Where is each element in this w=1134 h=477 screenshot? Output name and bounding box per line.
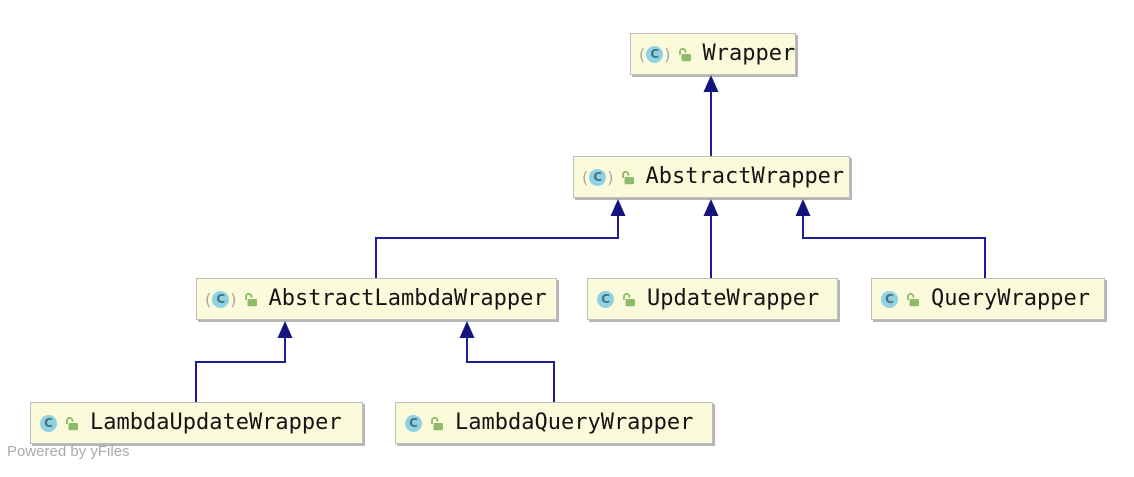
class-name: LambdaQueryWrapper [455,410,694,435]
class-c-icon: C [212,290,230,308]
abstract-paren-close: ) [607,167,614,187]
class-c-icon: C [646,45,664,63]
class-icon: ( C ) [880,290,899,308]
class-c-icon: C [40,414,57,432]
class-c-icon: C [589,168,607,186]
class-icon: ( C ) [596,290,615,308]
class-name: AbstractLambdaWrapper [268,286,547,311]
public-lock-icon [621,292,637,307]
public-lock-icon [620,170,636,185]
yfiles-watermark: Powered by yFiles [7,443,130,460]
public-lock-icon [64,416,80,431]
edge-querywrapper-to-abstractwrapper[interactable] [795,199,986,278]
class-name: LambdaUpdateWrapper [90,410,342,435]
abstract-class-icon: ( C ) [639,44,671,64]
abstract-class-icon: ( C ) [582,167,614,187]
class-node-wrapper[interactable]: ( C ) Wrapper [630,33,796,75]
class-name: QueryWrapper [931,286,1090,311]
class-node-abstractwrapper[interactable]: ( C ) AbstractWrapper [573,156,850,198]
abstract-paren-open: ( [205,289,212,309]
class-c-icon: C [597,290,614,308]
edge-abstractlambdawrapper-to-abstractwrapper[interactable] [375,199,626,278]
public-lock-icon [677,47,693,62]
class-node-updatewrapper[interactable]: ( C ) UpdateWrapper [587,278,838,320]
class-icon: ( C ) [404,414,423,432]
public-lock-icon [243,292,259,307]
abstract-paren-close: ) [664,44,671,64]
edge-lambdaupdatewrapper-to-abstractlambdawrapper[interactable] [195,321,293,402]
public-lock-icon [429,416,445,431]
public-lock-icon [905,292,921,307]
class-node-lambdaupdatewrapper[interactable]: ( C ) LambdaUpdateWrapper [30,402,363,444]
edge-updatewrapper-to-abstractwrapper[interactable] [703,199,719,278]
class-node-querywrapper[interactable]: ( C ) QueryWrapper [871,278,1105,320]
class-node-abstractlambdawrapper[interactable]: ( C ) AbstractLambdaWrapper [196,278,557,320]
abstract-paren-open: ( [582,167,589,187]
class-node-lambdaquerywrapper[interactable]: ( C ) LambdaQueryWrapper [395,402,713,444]
class-c-icon: C [881,290,898,308]
abstract-paren-close: ) [230,289,237,309]
edge-lambdaquerywrapper-to-abstractlambdawrapper[interactable] [459,321,555,402]
abstract-class-icon: ( C ) [205,289,237,309]
class-name: Wrapper [702,41,796,66]
class-name: UpdateWrapper [647,286,820,311]
class-c-icon: C [405,414,422,432]
edge-abstractwrapper-to-wrapper[interactable] [703,75,719,156]
class-icon: ( C ) [39,414,58,432]
class-name: AbstractWrapper [645,164,845,189]
abstract-paren-open: ( [639,44,646,64]
